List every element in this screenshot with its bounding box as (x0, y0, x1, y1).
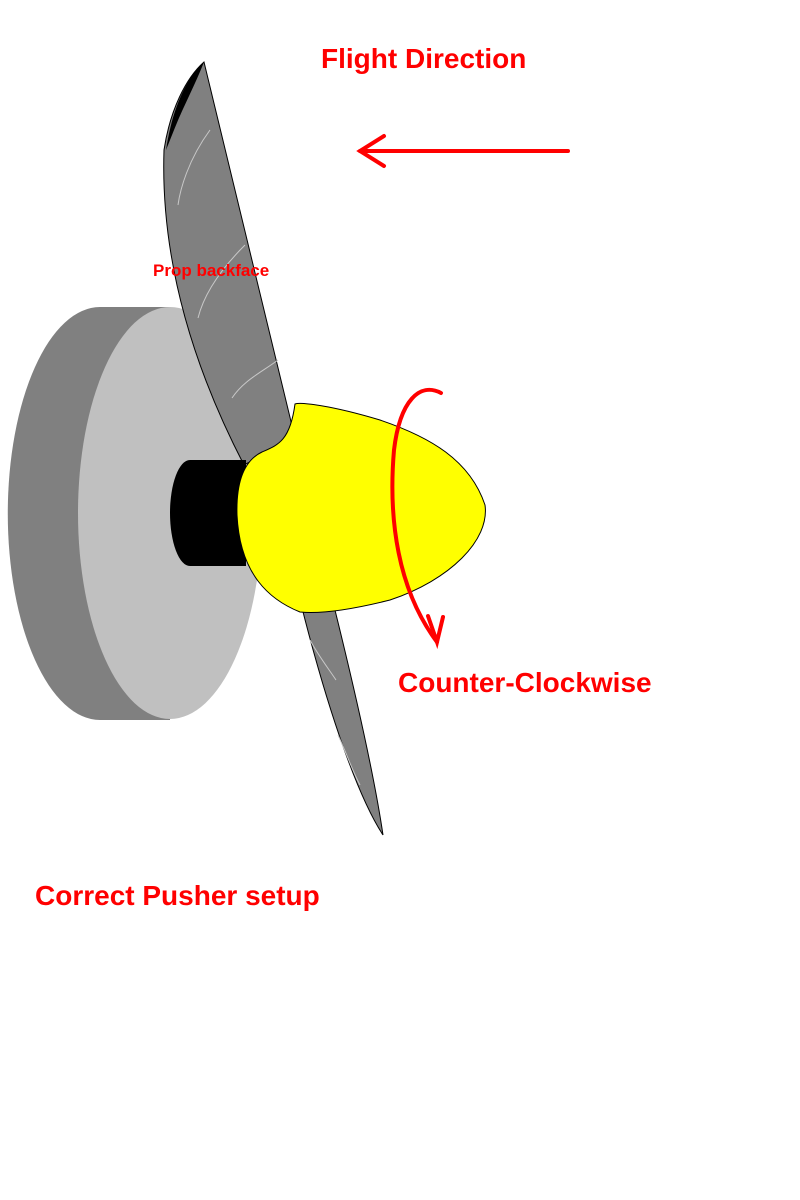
spinner (236, 402, 486, 613)
rotation-label: Counter-Clockwise (398, 667, 652, 698)
rotation-arrow (390, 387, 445, 650)
upper-blade-highlight (177, 129, 279, 399)
prop-backface-label: Prop backface (153, 261, 270, 280)
lower-prop-blade (299, 589, 384, 836)
upper-prop-blade (163, 61, 296, 466)
flight-direction-label: Flight Direction (321, 43, 527, 74)
caption-label: Correct Pusher setup (35, 880, 320, 911)
motor-shaft (170, 460, 246, 566)
lower-blade-highlight (309, 639, 361, 786)
upper-blade-edge-shadow (166, 62, 204, 150)
flight-direction-arrow (356, 134, 570, 168)
